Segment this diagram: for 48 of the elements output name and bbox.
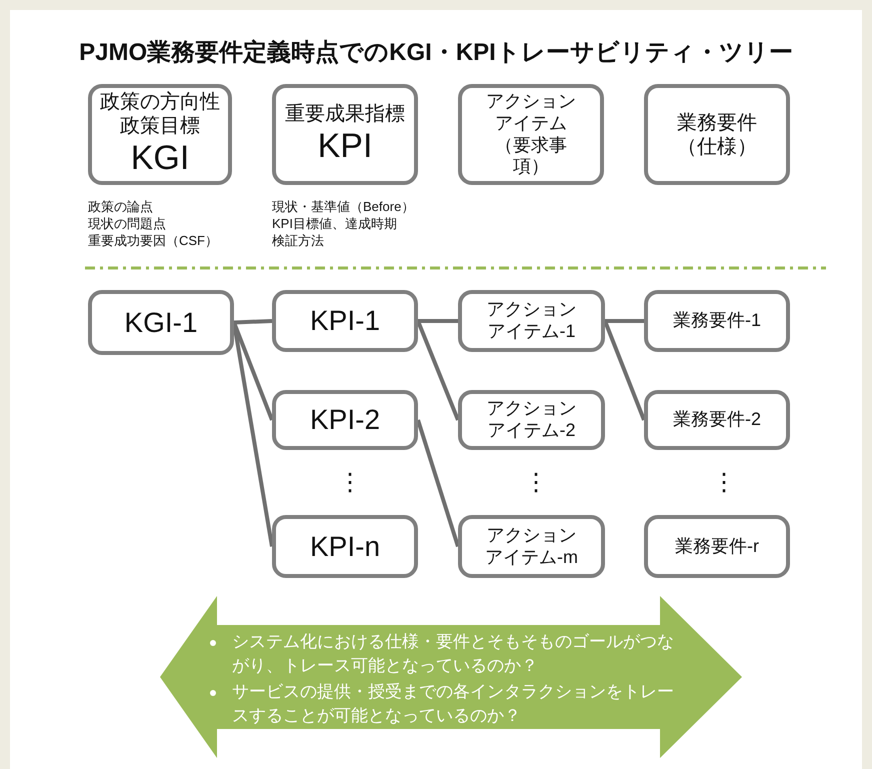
bullet-item: サービスの提供・授受までの各インタラクションをトレースすることが可能となっているのか？ bbox=[210, 680, 682, 728]
process-box bbox=[272, 290, 418, 352]
bullet-item: システム化における仕様・要件とそもそものゴールがつながり、トレース可能となっているのか？ bbox=[210, 630, 682, 678]
box-text: KGI-1 bbox=[123, 306, 199, 340]
process-box bbox=[272, 390, 418, 450]
box-text: 業務要件-1 bbox=[672, 310, 762, 332]
process-box bbox=[272, 84, 418, 185]
connector-line bbox=[418, 319, 458, 323]
box-heading: 重要成果指標 bbox=[284, 102, 406, 126]
box-text: アクションアイテム-1 bbox=[486, 299, 578, 343]
box-text: アクションアイテム（要求事項） bbox=[485, 91, 577, 178]
process-box bbox=[458, 290, 605, 352]
box-text: アクションアイテム-2 bbox=[486, 398, 578, 442]
box-text: KPI bbox=[316, 126, 374, 167]
connector-line bbox=[234, 319, 272, 324]
process-box bbox=[458, 390, 605, 450]
box-heading: 政策の方向性政策目標 bbox=[99, 90, 221, 138]
ellipsis-mark: ⋮ bbox=[712, 468, 736, 496]
box-text: 業務要件-r bbox=[674, 536, 760, 558]
ellipsis-mark: ⋮ bbox=[338, 468, 362, 496]
process-box bbox=[644, 390, 790, 450]
connector-line bbox=[605, 319, 644, 323]
note-text: 政策の論点 bbox=[88, 198, 153, 215]
process-box bbox=[88, 290, 234, 355]
process-box bbox=[458, 84, 604, 185]
connector-line bbox=[416, 419, 460, 548]
title: PJMO業務要件定義時点でのKGI・KPIトレーサビリティ・ツリー bbox=[78, 38, 794, 68]
connector-line bbox=[416, 320, 460, 421]
box-text: 業務要件-2 bbox=[672, 409, 762, 431]
note-text: 現状の問題点 bbox=[88, 215, 166, 232]
box-text: KPI-2 bbox=[308, 403, 382, 437]
box-text: アクションアイテム-m bbox=[484, 524, 579, 568]
process-box bbox=[644, 84, 790, 185]
note-text: 検証方法 bbox=[272, 232, 324, 249]
note-text: KPI目標値、達成時期 bbox=[272, 215, 397, 232]
process-box bbox=[272, 515, 418, 578]
note-text: 現状・基準値（Before） bbox=[272, 198, 414, 215]
box-text: KGI bbox=[130, 138, 190, 179]
connector-line bbox=[603, 320, 646, 421]
box-text: KPI-n bbox=[308, 530, 382, 564]
box-text: 業務要件（仕様） bbox=[676, 110, 758, 158]
ellipsis-mark: ⋮ bbox=[524, 468, 548, 496]
note-text: 重要成功要因（CSF） bbox=[88, 232, 218, 249]
process-box bbox=[458, 515, 605, 578]
box-text: KPI-1 bbox=[308, 304, 382, 338]
process-box bbox=[88, 84, 232, 185]
process-box bbox=[644, 515, 790, 578]
process-box bbox=[644, 290, 790, 352]
